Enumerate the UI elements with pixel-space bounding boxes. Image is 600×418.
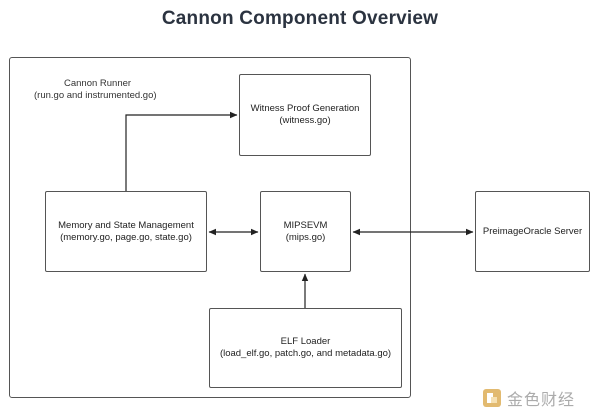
preimage-oracle-server-box: PreimageOracle Server [475, 191, 590, 272]
memory-box-files: (memory.go, page.go, state.go) [60, 231, 192, 243]
elf-box-files: (load_elf.go, patch.go, and metadata.go) [219, 348, 392, 359]
mipsevm-box-title: MIPSEVM [283, 219, 328, 231]
diagram-title: Cannon Component Overview [161, 8, 439, 29]
cannon-runner-label-name: Cannon Runner [64, 78, 132, 89]
elf-loader-box: ELF Loader (load_elf.go, patch.go, and m… [209, 308, 402, 388]
watermark: 金色财经 [482, 386, 575, 410]
cannon-runner-container [9, 57, 411, 398]
witness-box-title: Witness Proof Generation [250, 103, 360, 114]
memory-state-management-box: Memory and State Management (memory.go, … [45, 191, 207, 272]
watermark-text: 金色财经 [507, 390, 576, 409]
witness-box-files: (witness.go) [279, 115, 331, 126]
elf-box-title: ELF Loader [280, 336, 331, 347]
oracle-box-title: PreimageOracle Server [482, 225, 583, 237]
memory-box-title: Memory and State Management [58, 219, 194, 231]
witness-proof-generation-box: Witness Proof Generation (witness.go) [239, 74, 371, 156]
mipsevm-box-files: (mips.go) [285, 231, 326, 243]
mipsevm-box: MIPSEVM (mips.go) [260, 191, 351, 272]
cannon-runner-label-files: (run.go and instrumented.go) [34, 90, 157, 101]
watermark-logo-icon [483, 389, 501, 407]
cannon-runner-label: Cannon Runner (run.go and instrumented.g… [34, 78, 164, 102]
